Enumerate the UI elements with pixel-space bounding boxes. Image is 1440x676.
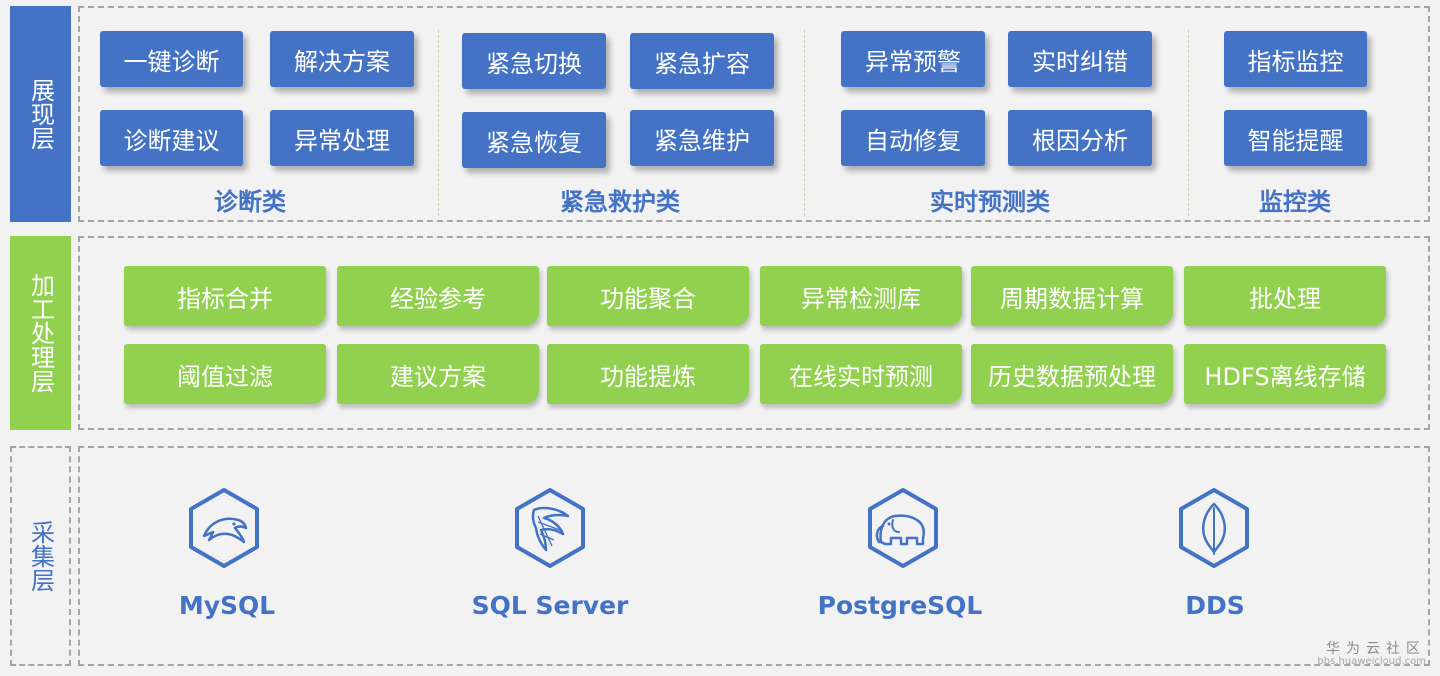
node-root-cause-analysis: 根因分析: [1008, 110, 1152, 166]
layer-label-collection-text: 采集层: [26, 520, 55, 592]
layer-label-collection: 采集层: [10, 446, 71, 666]
node-emergency-switch: 紧急切换: [462, 33, 606, 89]
node-hdfs-offline-storage: HDFS离线存储: [1184, 344, 1386, 404]
category-title-realtime: 实时预测类: [930, 187, 1050, 216]
layer-label-presentation: 展现层: [10, 6, 71, 222]
collection-panel: [78, 446, 1430, 666]
node-function-aggregation: 功能聚合: [547, 266, 749, 326]
node-function-refine: 功能提炼: [547, 344, 749, 404]
category-title-diagnosis: 诊断类: [214, 187, 286, 216]
layer-label-processing-text: 加工处理层: [26, 273, 55, 393]
node-experience-reference: 经验参考: [337, 266, 539, 326]
node-emergency-maintenance: 紧急维护: [630, 110, 774, 166]
node-anomaly-detection-lib: 异常检测库: [760, 266, 962, 326]
node-anomaly-warning: 异常预警: [841, 31, 985, 87]
node-emergency-scaleout: 紧急扩容: [630, 33, 774, 89]
node-history-preprocess: 历史数据预处理: [971, 344, 1173, 404]
node-online-prediction: 在线实时预测: [760, 344, 962, 404]
node-periodic-computation: 周期数据计算: [971, 266, 1173, 326]
layer-label-presentation-text: 展现层: [26, 78, 55, 150]
node-realtime-correction: 实时纠错: [1008, 31, 1152, 87]
node-smart-reminder: 智能提醒: [1224, 110, 1367, 166]
node-threshold-filter: 阈值过滤: [124, 344, 326, 404]
node-metric-monitoring: 指标监控: [1224, 31, 1367, 87]
node-auto-repair: 自动修复: [841, 110, 985, 166]
presentation-panel: [78, 6, 1430, 222]
category-title-emergency: 紧急救护类: [560, 187, 680, 216]
dolphin-icon: [189, 488, 259, 568]
category-separator: [438, 30, 439, 216]
node-one-click-diagnosis: 一键诊断: [100, 31, 243, 87]
layer-label-processing: 加工处理层: [10, 236, 71, 430]
db-name-sqlserver: SQL Server: [471, 590, 629, 620]
processing-panel: [78, 236, 1430, 430]
db-name-postgresql: PostgreSQL: [817, 590, 983, 620]
category-title-monitor: 监控类: [1259, 187, 1331, 216]
db-name-dds: DDS: [1185, 590, 1245, 620]
node-diagnosis-suggestion: 诊断建议: [100, 110, 243, 166]
sql-server-icon: [515, 488, 585, 568]
db-name-mysql: MySQL: [178, 590, 276, 620]
category-separator: [1188, 30, 1189, 216]
leaf-icon: [1179, 488, 1249, 568]
node-batch-processing: 批处理: [1184, 266, 1386, 326]
node-solution: 解决方案: [270, 31, 414, 87]
node-suggestion-plan: 建议方案: [337, 344, 539, 404]
node-emergency-recovery: 紧急恢复: [462, 112, 606, 168]
watermark-brand: 华为云社区: [1326, 641, 1426, 657]
watermark-url: bbs.huaweicloud.com: [1317, 656, 1426, 667]
node-exception-handling: 异常处理: [270, 110, 414, 166]
category-separator: [804, 30, 805, 216]
elephant-icon: [868, 488, 938, 568]
node-metric-merge: 指标合并: [124, 266, 326, 326]
